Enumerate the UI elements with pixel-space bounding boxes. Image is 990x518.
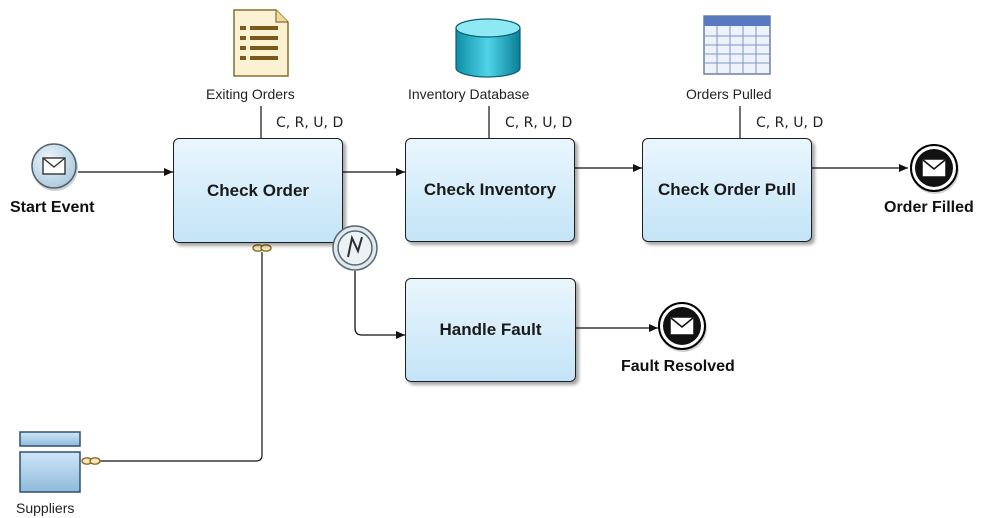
crud-label: C, R, U, D [756,115,824,131]
task-handle-fault[interactable]: Handle Fault [405,278,576,382]
start-event-icon[interactable] [30,142,82,194]
task-label: Check Inventory [423,180,557,199]
crud-label: C, R, U, D [505,115,573,131]
existing-orders-label: Exiting Orders [206,86,295,102]
task-label: Check Order Pull [658,180,796,199]
error-boundary-event-icon[interactable] [328,224,382,274]
orders-pulled-label: Orders Pulled [686,86,772,102]
task-check-order[interactable]: Check Order [173,138,343,243]
link-chain-icon [252,244,272,252]
database-icon[interactable] [454,18,522,80]
data-store-icon[interactable] [18,430,82,496]
start-event-label: Start Event [10,199,95,216]
end-event-icon[interactable] [656,300,712,356]
inventory-db-label: Inventory Database [408,86,530,102]
task-label: Check Order [206,180,310,200]
fault-resolved-label: Fault Resolved [621,358,735,375]
end-event-icon[interactable] [908,142,964,198]
flow-error-to-handle-fault[interactable] [354,271,405,339]
task-check-inventory[interactable]: Check Inventory [405,138,575,242]
order-filled-label: Order Filled [884,199,974,216]
assoc-suppliers[interactable] [98,252,263,462]
task-check-order-pull[interactable]: Check Order Pull [642,138,812,242]
document-icon[interactable] [232,8,292,78]
table-icon[interactable] [702,14,772,76]
suppliers-label: Suppliers [16,500,75,516]
task-label: Handle Fault [439,320,542,339]
crud-label: C, R, U, D [276,115,344,131]
link-chain-icon [81,457,101,465]
